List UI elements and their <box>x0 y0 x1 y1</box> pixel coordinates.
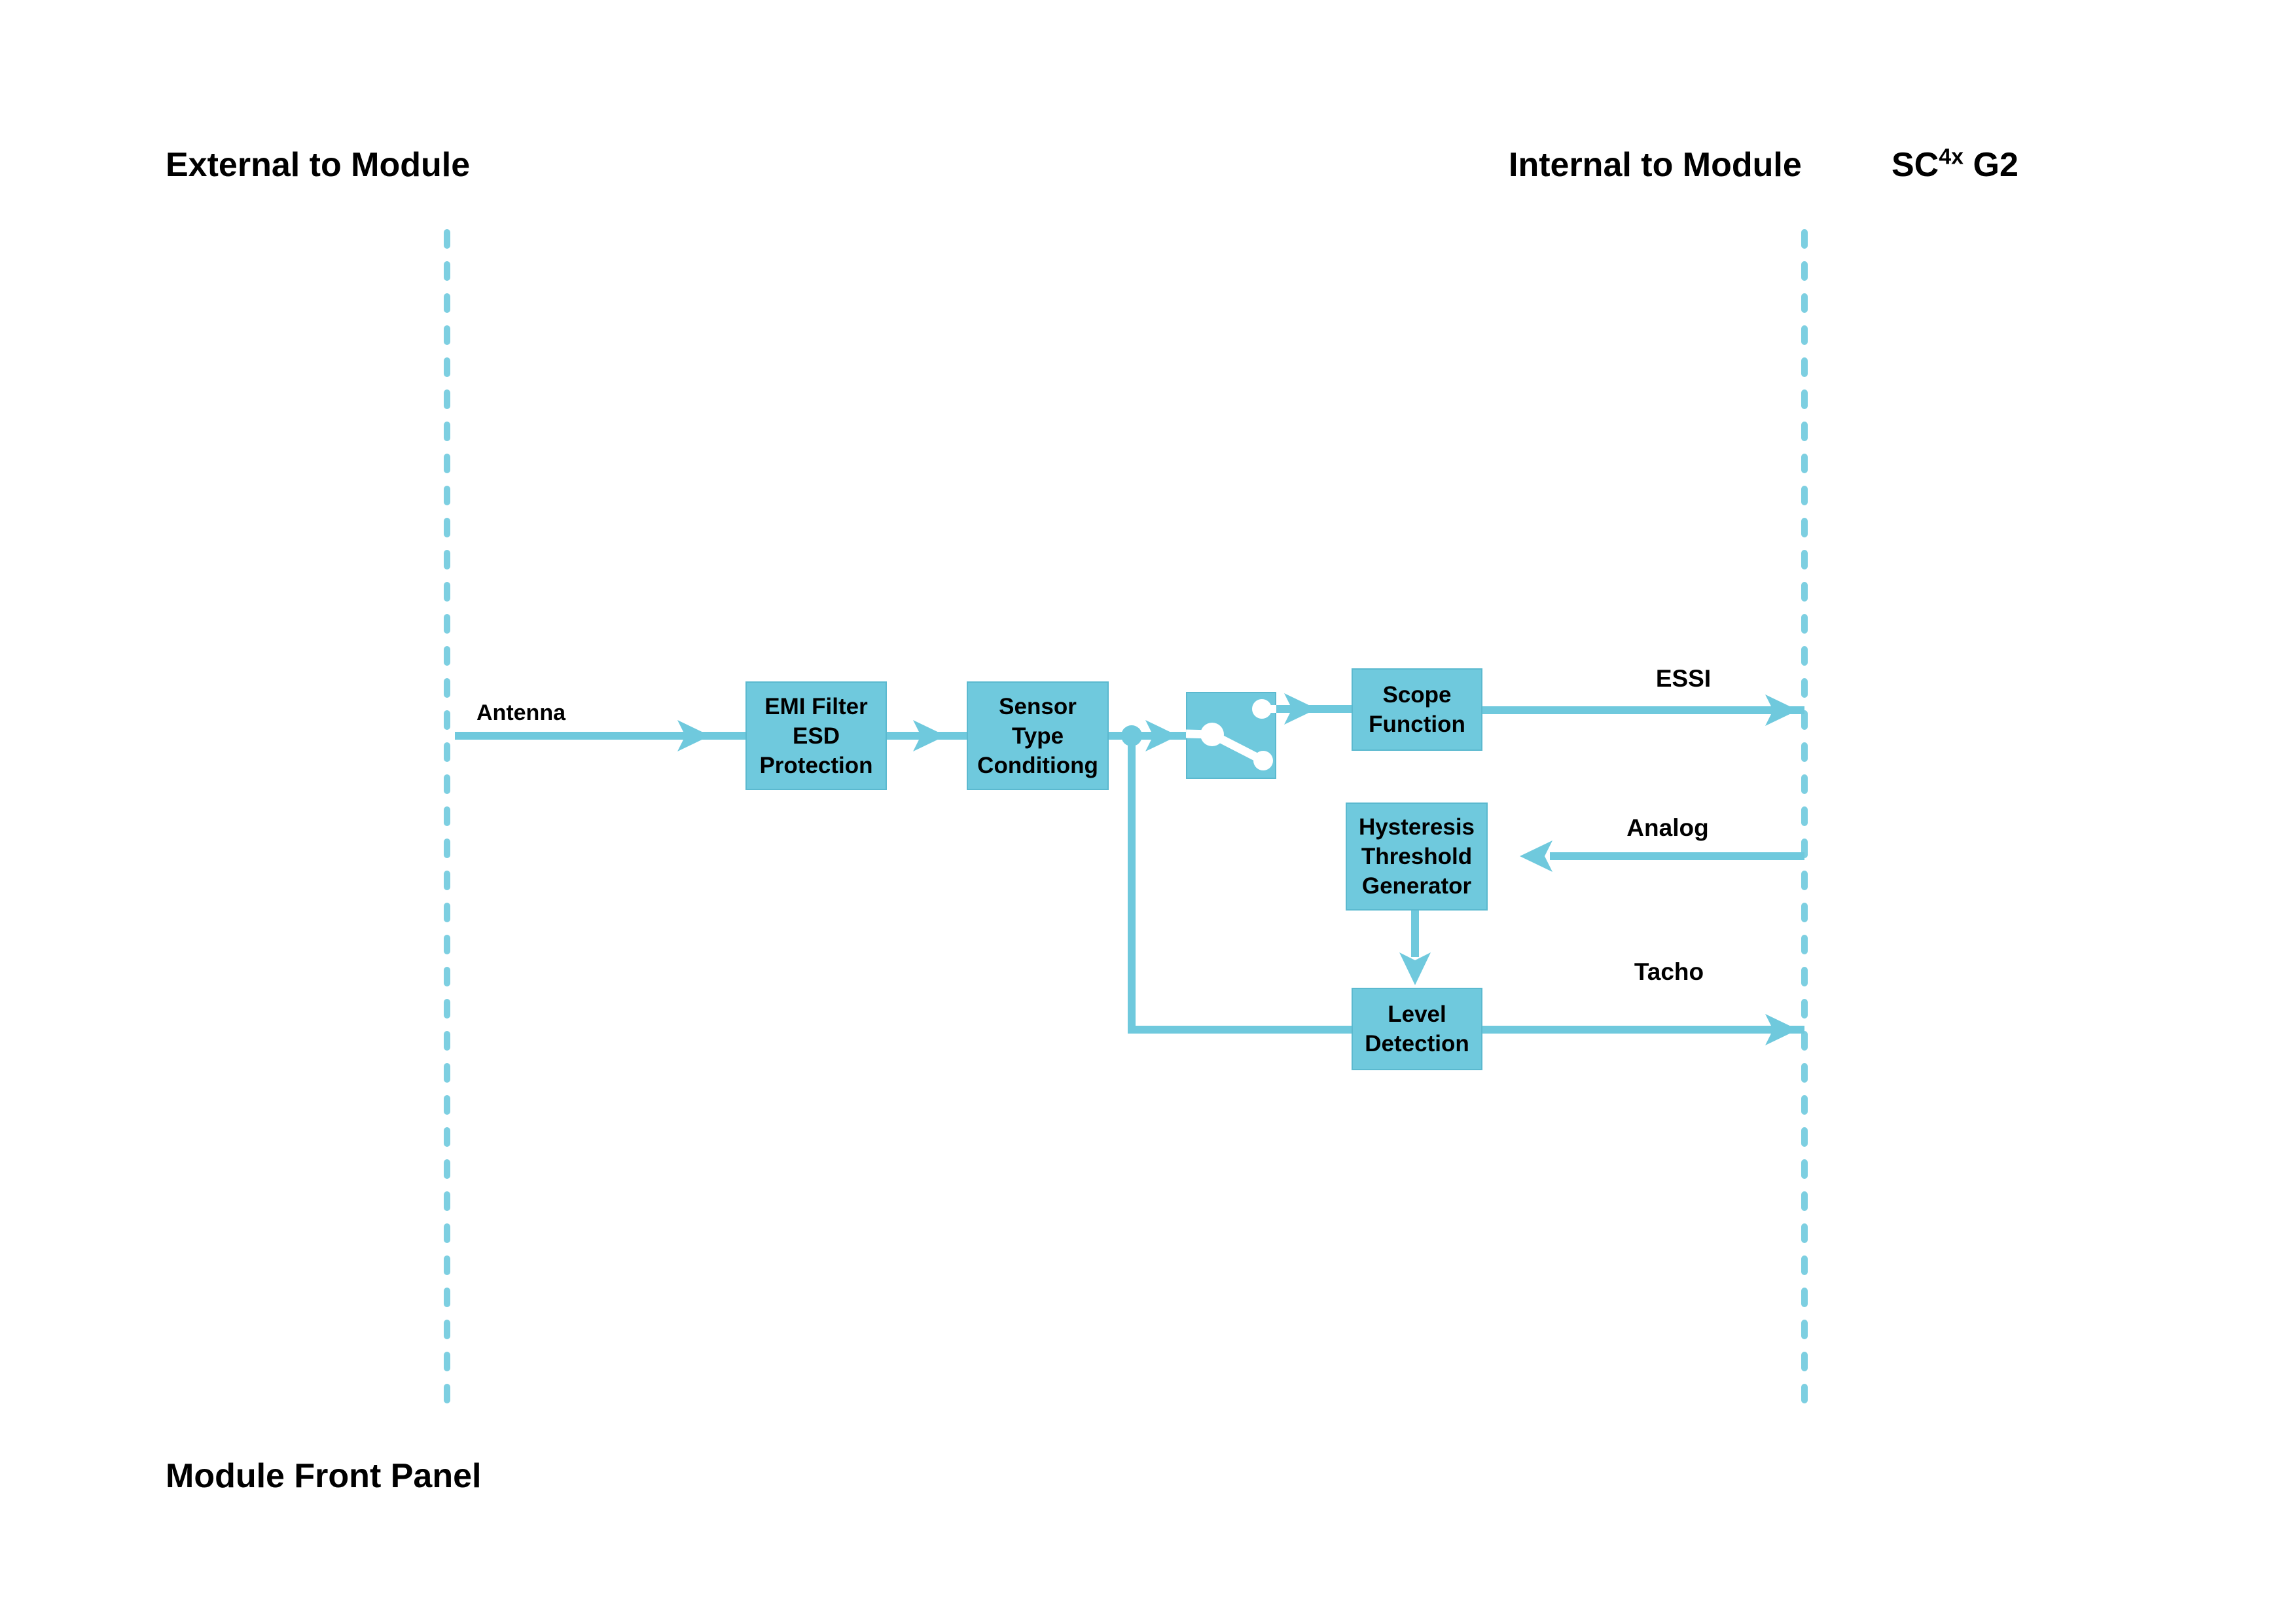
block-line: Detection <box>1365 1031 1469 1056</box>
hysteresis-threshold-generator-block: Hysteresis Threshold Generator <box>1346 803 1488 911</box>
block-line: Generator <box>1361 873 1472 899</box>
block-line: Scope <box>1382 682 1452 708</box>
sensor-to-switch-connector <box>1109 720 1186 751</box>
arrowhead-icon <box>677 720 710 751</box>
product-superscript: 4x <box>1939 144 1964 170</box>
block-line: Protection <box>759 752 873 778</box>
emi-to-sensor-connector <box>887 720 967 751</box>
block-line: EMI Filter <box>764 693 868 719</box>
arrowhead-icon <box>1145 720 1178 751</box>
external-to-module-label: External to Module <box>166 146 471 184</box>
block-line: ESD <box>793 723 840 749</box>
block-line: Threshold <box>1361 844 1473 869</box>
arrowhead-icon <box>1765 695 1798 726</box>
block-line: Hysteresis <box>1358 814 1475 840</box>
block-line: Level <box>1388 1001 1446 1027</box>
antenna-signal-label: Antenna <box>476 700 565 725</box>
spdt-switch-icon <box>1186 699 1276 770</box>
block-line: Conditiong <box>977 752 1098 778</box>
switch-to-scope-connector <box>1276 693 1352 725</box>
arrowhead-icon <box>913 720 946 751</box>
product-base: SC <box>1892 146 1939 184</box>
antenna-connector <box>455 720 745 751</box>
emi-filter-esd-protection-block: EMI Filter ESD Protection <box>745 681 887 790</box>
arrowhead-icon <box>1520 840 1552 872</box>
analog-signal-label: Analog <box>1626 814 1709 841</box>
product-name-label: SC4x G2 <box>1892 145 2018 185</box>
arrowhead-icon <box>1765 1014 1798 1045</box>
arrowhead-icon <box>1399 952 1431 985</box>
block-line: Type <box>1011 723 1064 749</box>
essi-signal-label: ESSI <box>1655 665 1712 692</box>
tacho-signal-label: Tacho <box>1634 958 1704 985</box>
block-line: Function <box>1369 712 1465 737</box>
product-rest: G2 <box>1964 146 2018 184</box>
analog-connector <box>1520 840 1804 872</box>
sensor-type-conditioning-block: Sensor Type Conditiong <box>967 681 1109 790</box>
internal-to-module-label: Internal to Module <box>1509 146 1802 184</box>
arrowhead-icon <box>1284 693 1317 725</box>
hysteresis-to-level-connector <box>1399 911 1431 985</box>
level-detection-block: Level Detection <box>1352 988 1482 1070</box>
scope-function-block: Scope Function <box>1352 668 1482 751</box>
essi-connector <box>1482 695 1804 726</box>
module-front-panel-label: Module Front Panel <box>166 1457 482 1495</box>
block-line: Sensor <box>999 693 1077 719</box>
tacho-connector <box>1128 736 1804 1045</box>
